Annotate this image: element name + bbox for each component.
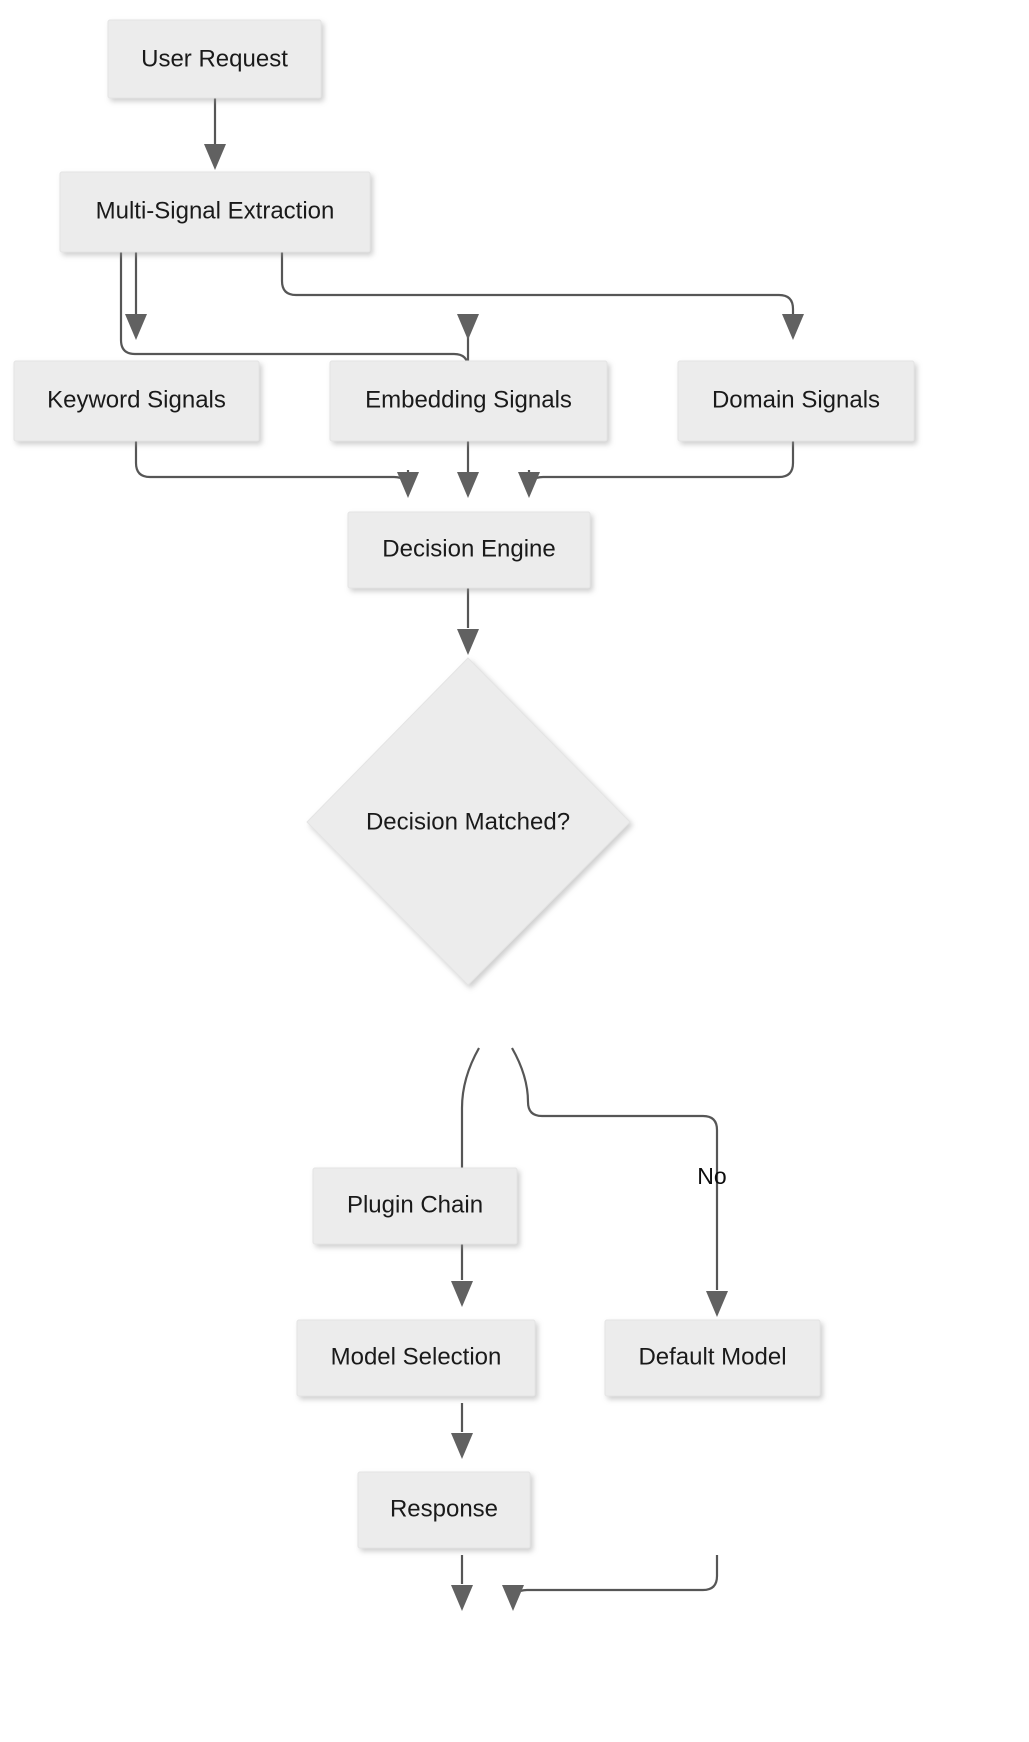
node-default-model-shape[interactable] xyxy=(604,1319,821,1397)
node-response-shape[interactable] xyxy=(357,1471,531,1549)
node-response-label: Response xyxy=(390,1495,498,1522)
edge-model-selection-to-response xyxy=(451,1555,473,1611)
node-default-model-label: Default Model xyxy=(638,1343,786,1370)
node-model-selection-shape[interactable] xyxy=(296,1319,536,1397)
node-model-selection[interactable]: Model Selection xyxy=(296,1319,536,1397)
node-plugin-chain-label: Plugin Chain xyxy=(347,1191,483,1218)
node-decision-matched-label: Decision Matched? xyxy=(366,808,570,835)
node-plugin-chain[interactable]: Plugin Chain xyxy=(312,1167,518,1245)
edge-label-no: No xyxy=(697,1163,726,1189)
node-decision-engine-shape[interactable] xyxy=(347,511,591,589)
node-plugin-chain-shape[interactable] xyxy=(312,1167,518,1245)
node-embedding-signals-shape[interactable] xyxy=(329,360,608,442)
node-decision-engine[interactable]: Decision Engine xyxy=(347,511,591,589)
node-multi-signal-extraction-label: Multi-Signal Extraction xyxy=(96,197,335,224)
edge-decision-engine-to-decision-matched xyxy=(457,588,479,655)
node-domain-signals-shape[interactable] xyxy=(677,360,915,442)
node-response[interactable]: Response xyxy=(357,1471,531,1549)
node-default-model[interactable]: Default Model xyxy=(604,1319,821,1397)
edge-multi-signal-to-domain xyxy=(280,252,804,340)
node-embedding-signals[interactable]: Embedding Signals xyxy=(329,360,608,442)
edge-embedding-to-decision-engine xyxy=(457,441,479,498)
node-decision-engine-label: Decision Engine xyxy=(382,535,555,562)
edge-plugin-chain-to-model-selection xyxy=(451,1403,473,1459)
edge-keyword-to-decision-engine xyxy=(134,441,419,498)
node-embedding-signals-label: Embedding Signals xyxy=(365,386,572,413)
edge-multi-signal-to-embedding xyxy=(119,252,479,370)
node-user-request-label: User Request xyxy=(141,45,288,72)
node-model-selection-label: Model Selection xyxy=(331,1343,502,1370)
node-decision-matched[interactable]: Decision Matched? xyxy=(306,657,631,986)
node-keyword-signals-shape[interactable] xyxy=(13,360,260,442)
node-decision-matched-shape[interactable] xyxy=(306,657,631,986)
node-multi-signal-extraction-shape[interactable] xyxy=(59,171,371,253)
edge-default-model-to-response xyxy=(502,1555,719,1611)
edge-decision-matched-to-plugin-chain xyxy=(451,1047,480,1307)
edge-multi-signal-to-keyword xyxy=(125,252,147,340)
node-keyword-signals[interactable]: Keyword Signals xyxy=(13,360,260,442)
node-user-request[interactable]: User Request xyxy=(107,19,322,99)
edge-user-request-to-multi-signal xyxy=(204,98,226,170)
node-keyword-signals-label: Keyword Signals xyxy=(47,386,226,413)
node-domain-signals-label: Domain Signals xyxy=(712,386,880,413)
edge-decision-matched-to-default-model xyxy=(511,1047,728,1317)
edge-domain-to-decision-engine xyxy=(518,441,795,498)
node-layer: User Request Multi-Signal Extraction Key… xyxy=(13,19,915,1549)
node-multi-signal-extraction[interactable]: Multi-Signal Extraction xyxy=(59,171,371,253)
edge-layer xyxy=(119,98,804,1611)
node-user-request-shape[interactable] xyxy=(107,19,322,99)
node-domain-signals[interactable]: Domain Signals xyxy=(677,360,915,442)
